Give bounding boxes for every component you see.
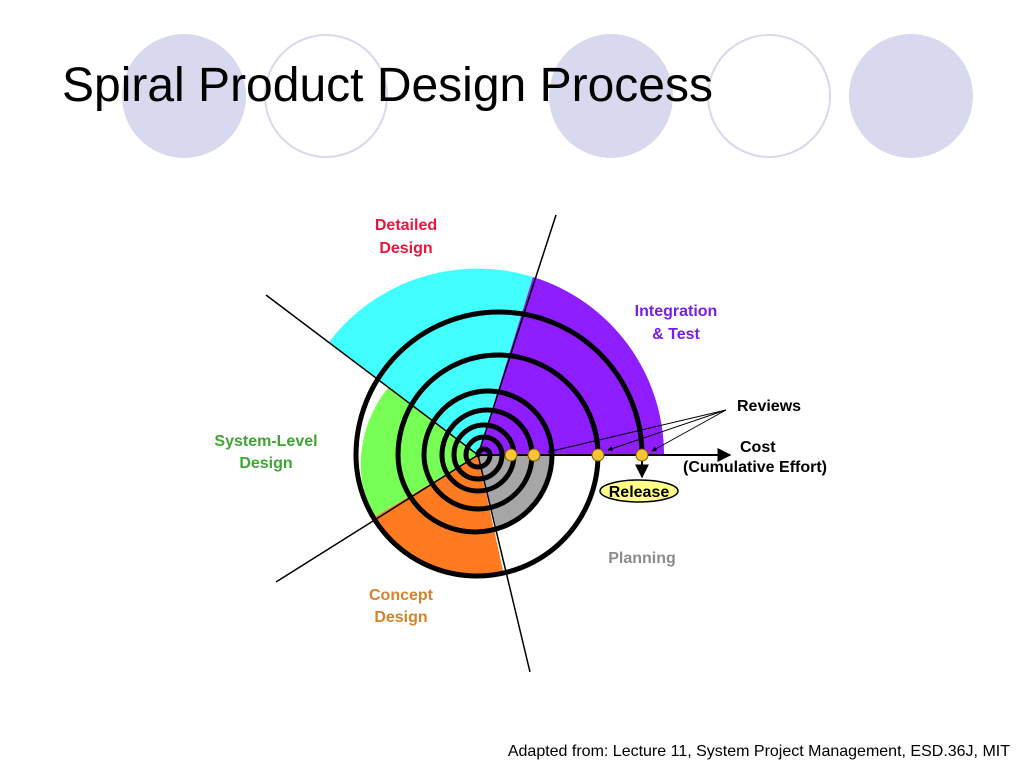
phase-label-planning: Planning [608,550,676,567]
review-markers [504,448,649,462]
spiral-path [353,309,645,579]
review-pointer-line [651,409,727,452]
decorative-circle [549,34,673,158]
release-ellipse [599,479,679,503]
phase-label-integration: & Test [652,326,700,343]
wedge-concept [373,455,503,575]
decorative-circle [849,34,973,158]
review-marker [504,448,518,462]
wedge-integration [478,277,665,455]
cost-sublabel: (Cumulative Effort) [683,459,827,476]
review-pointer-line [547,409,727,454]
cost-label: Cost [740,439,776,456]
review-marker [527,448,541,462]
phase-label-system-level: System-Level [214,433,317,450]
phase-label-integration: Integration [635,303,718,320]
boundary-line-detailed-integration [477,214,557,456]
footer-credit: Adapted from: Lecture 11, System Project… [507,743,1010,760]
review-pointer-line [607,409,727,451]
phase-label-detailed: Detailed [375,217,437,234]
phase-label-system-level: Design [239,455,292,472]
review-marker [591,448,605,462]
review-marker [635,448,649,462]
slide-title: Spiral Product Design Process [62,59,713,112]
decorative-circle [264,34,388,158]
boundary-line-system-detailed [265,294,479,456]
phase-label-concept: Design [374,609,427,626]
reviews-label: Reviews [737,398,801,415]
review-pointer-lines [547,409,727,454]
wedge-system [360,379,478,518]
phase-label-detailed: Design [379,240,432,257]
phase-labels: Planning Concept Design System-Level Des… [214,217,717,626]
decorative-circle [707,34,831,158]
decorative-circle [122,34,246,158]
phase-label-concept: Concept [369,587,434,604]
release-label: Release [609,484,670,501]
boundary-line-concept-system [275,454,479,583]
